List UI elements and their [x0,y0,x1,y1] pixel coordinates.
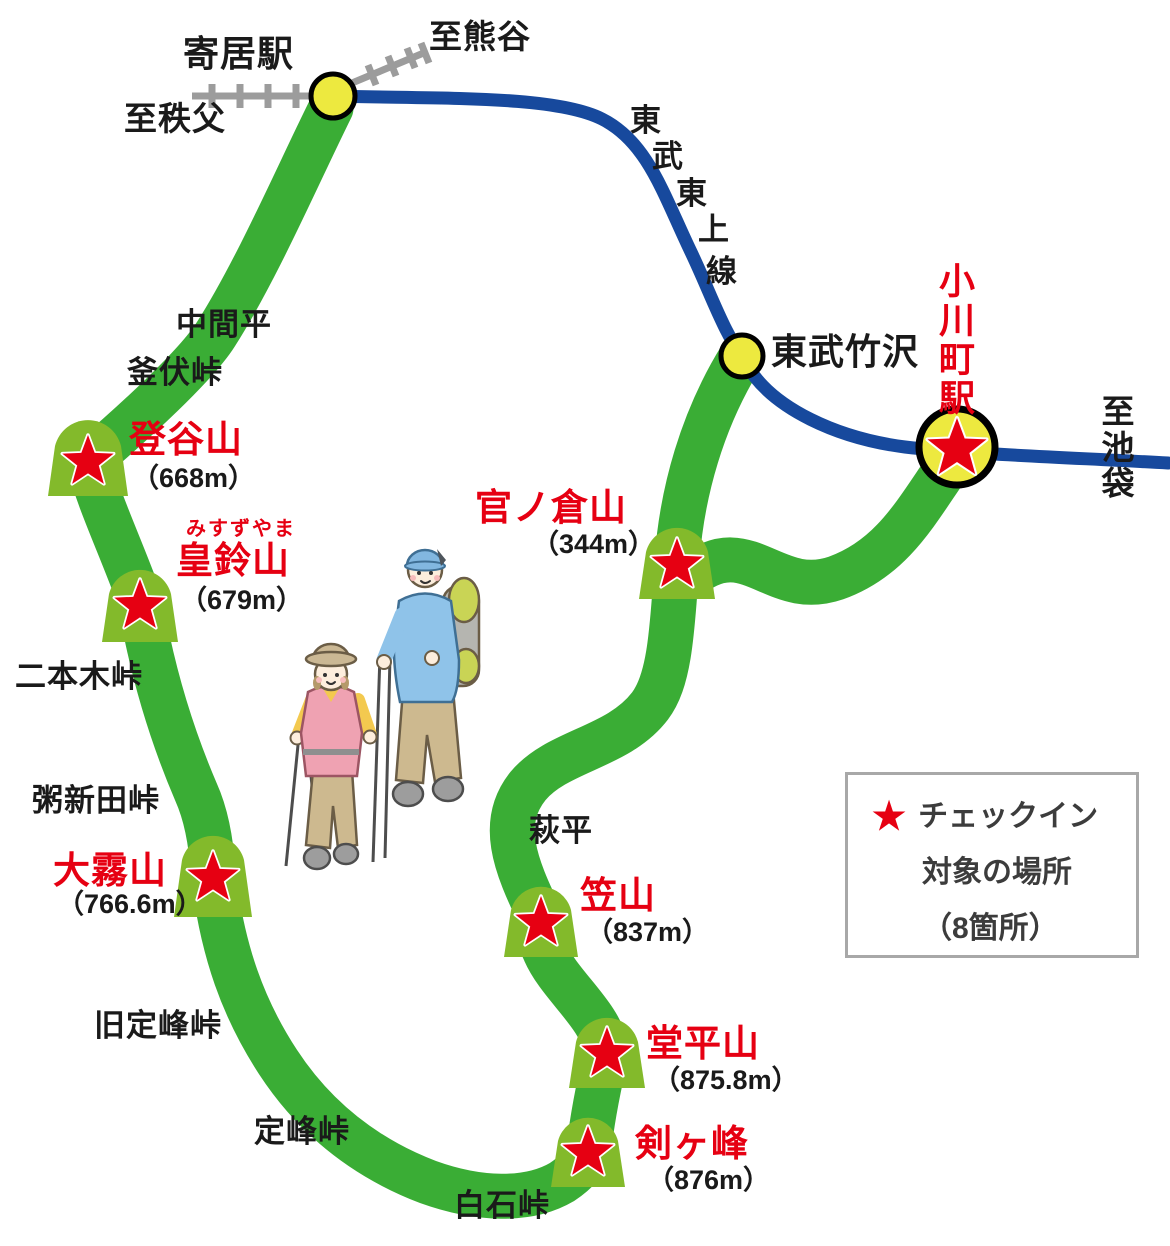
station-marker-tobu-takezawa [718,332,766,380]
pass-label-kyu-sadamine: 旧定峰峠 [94,1008,222,1043]
route-yorii-toyasan [67,85,354,483]
peak-furigana-misuzuyama: みすずやま [186,518,296,540]
peak-label-toyasan: 登谷山 [129,419,243,460]
direction-label-kumagaya: 至熊谷 [429,18,531,55]
legend-line-1: ★ チェックイン [872,789,1136,845]
pass-label-kayusanda: 粥新田峠 [32,783,160,818]
peak-label-kasayama: 笠山 [580,875,656,916]
station-label-tobu-takezawa: 東武竹沢 [771,331,920,372]
hiker-woman [284,642,378,871]
direction-label-ikebukuro: 至池袋 [1097,394,1134,502]
railway-line-char: 東 [676,176,707,211]
tobu-tojo-line [326,89,1170,470]
pass-label-sadamine: 定峰峠 [254,1114,350,1149]
pass-label-hagidaira: 萩平 [529,813,593,848]
peak-elevation-kannokurayama: （344m） [532,529,656,559]
station-label-ogawamachi: 小川町駅 [934,262,975,418]
peak-elevation-kengamine: （876m） [647,1165,771,1195]
route-kasayama-kannokurayama [489,537,700,941]
legend-box: ★ チェックイン 対象の場所 （8箇所） [845,772,1139,958]
peak-elevation-kasayama: （837m） [586,917,710,947]
peak-elevation-toyasan: （668m） [132,463,256,493]
legend-line-2: 対象の場所 [922,856,1072,889]
route-kannokurayama-ogawamachi [665,443,971,605]
railway-line-char: 上 [698,212,729,247]
peak-label-misuzuyama: 皇鈴山 [176,540,290,581]
checkin-star-icon: ★ [872,796,907,838]
railway-line-char: 東 [630,103,661,138]
pass-label-nihongi: 二本木峠 [15,659,143,694]
peak-label-dodairasan: 堂平山 [646,1023,760,1064]
peak-elevation-misuzuyama: （679m） [180,585,304,615]
peak-elevation-okiriyama: （766.6m） [57,889,203,919]
peak-label-kengamine: 剣ヶ峰 [635,1123,749,1164]
legend-line-3: （8箇所） [922,912,1059,945]
railway-line-char: 線 [706,254,737,289]
station-label-yorii: 寄居駅 [183,33,295,74]
pass-label-kamafuse: 釜伏峠 [127,355,223,390]
hikers-illustration [284,548,481,871]
pass-label-shiraishi: 白石峠 [454,1188,550,1223]
peak-elevation-dodairasan: （875.8m） [653,1065,799,1095]
hiker-man [371,548,481,863]
peak-label-okiriyama: 大霧山 [53,850,167,891]
railway-line-char: 武 [652,139,683,174]
direction-label-chichibu: 至秩父 [124,100,226,137]
legend-text-1: チェックイン [918,800,1099,833]
pass-label-chukandaira: 中間平 [176,307,272,342]
local-railway [192,41,433,108]
peak-label-kannokurayama: 官ノ倉山 [475,487,627,528]
station-marker-yorii [308,71,358,121]
